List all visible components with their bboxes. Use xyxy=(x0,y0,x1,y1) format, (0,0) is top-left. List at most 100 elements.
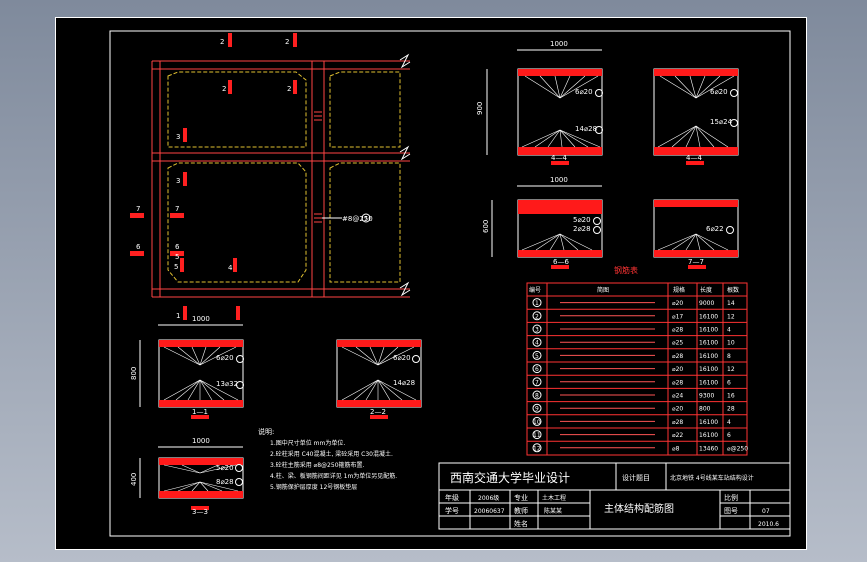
table-cell: 28 xyxy=(727,406,735,413)
rebar-table-title: 钢筋表 xyxy=(614,265,638,275)
svg-text:说明:: 说明: xyxy=(258,427,274,436)
row-number-circle xyxy=(532,377,542,387)
svg-text:2010.6: 2010.6 xyxy=(758,521,779,528)
section-mark-6 xyxy=(170,251,184,256)
section-mark-label: 7 xyxy=(175,205,179,213)
svg-text:5⌀20: 5⌀20 xyxy=(216,464,234,472)
svg-text:800: 800 xyxy=(130,367,138,380)
table-cell: 13460 xyxy=(699,445,718,452)
table-cell: ⌀20 xyxy=(672,300,683,307)
table-cell: ⌀20 xyxy=(672,366,683,373)
svg-text:20060637: 20060637 xyxy=(474,508,505,515)
row-number-circle xyxy=(532,364,542,374)
svg-text:1.图中尺寸单位 mm为单位.: 1.图中尺寸单位 mm为单位. xyxy=(270,439,345,447)
table-cell: ⌀17 xyxy=(672,313,683,320)
section-mark-label: 2 xyxy=(220,38,224,46)
svg-text:15⌀24: 15⌀24 xyxy=(710,118,733,126)
table-cell: ⌀8 xyxy=(672,445,680,452)
section-1-1: 1000 800 6⌀20 13⌀32 1—1 xyxy=(130,315,244,419)
svg-text:2⌀28: 2⌀28 xyxy=(573,225,591,233)
table-cell: 1 xyxy=(535,300,539,307)
section-mark-2 xyxy=(228,80,232,94)
table-cell: ⌀28 xyxy=(672,419,683,426)
section-2-2: 6⌀20 14⌀28 2—2 xyxy=(336,339,422,419)
svg-text:13⌀32: 13⌀32 xyxy=(216,380,238,388)
section-mark-label: 5 xyxy=(174,263,178,271)
table-cell: 16100 xyxy=(699,366,718,373)
svg-text:比例: 比例 xyxy=(724,493,738,502)
table-cell: 16100 xyxy=(699,432,718,439)
table-cell: 4 xyxy=(535,340,539,347)
design-topic: 北京地铁 4号线某车站结构设计 xyxy=(670,474,754,482)
svg-text:教师: 教师 xyxy=(514,506,528,515)
svg-text:专业: 专业 xyxy=(514,493,528,502)
station-plan-view: #8@250 7 2 2 2 2 3 3 7 7 6 6 5 5 4 1 xyxy=(130,33,411,320)
section-mark-label: 2 xyxy=(287,85,291,93)
table-cell: 800 xyxy=(699,406,711,413)
section-4-4-b: 6⌀20 15⌀24 4—4 xyxy=(653,68,739,165)
table-header: 根数 xyxy=(727,286,739,294)
table-cell: 8 xyxy=(535,393,539,400)
svg-text:2.砼柱采用 C40混凝土, 梁砼采用 C30混凝土.: 2.砼柱采用 C40混凝土, 梁砼采用 C30混凝土. xyxy=(270,450,393,458)
table-cell: ⌀28 xyxy=(672,379,683,386)
table-cell: 2 xyxy=(535,313,539,320)
table-cell: 6 xyxy=(727,432,731,439)
svg-text:2006级: 2006级 xyxy=(478,494,499,502)
svg-text:6⌀20: 6⌀20 xyxy=(216,354,234,362)
section-mark-label: 2 xyxy=(222,85,226,93)
table-cell: ⌀@250 xyxy=(727,445,748,452)
row-number-circle xyxy=(532,443,542,453)
table-cell: 10 xyxy=(727,340,735,347)
table-header: 规格 xyxy=(673,286,685,294)
section-title: 3—3 xyxy=(192,508,208,516)
section-mark-6 xyxy=(130,251,144,256)
table-cell: 9300 xyxy=(699,393,714,400)
table-cell: 7 xyxy=(535,379,539,386)
table-cell: 16100 xyxy=(699,327,718,334)
section-mark-label: 4 xyxy=(228,264,233,272)
section-title: 6—6 xyxy=(553,258,569,266)
section-mark-7 xyxy=(170,213,184,218)
section-3-3: 1000 400 5⌀20 8⌀28 3—3 xyxy=(130,437,244,516)
section-mark-2 xyxy=(293,33,297,47)
table-header: 简图 xyxy=(597,286,609,294)
table-cell: 16100 xyxy=(699,419,718,426)
svg-text:400: 400 xyxy=(130,473,138,486)
section-mark-label: 3 xyxy=(176,177,180,185)
svg-text:年级: 年级 xyxy=(445,493,459,502)
section-mark-2 xyxy=(293,80,297,94)
table-header: 长度 xyxy=(700,286,712,294)
section-title: 4—4 xyxy=(686,154,702,162)
svg-text:姓名: 姓名 xyxy=(514,519,528,528)
table-cell: 14 xyxy=(727,300,735,307)
svg-text:5⌀20: 5⌀20 xyxy=(573,216,591,224)
table-cell: ⌀28 xyxy=(672,327,683,334)
row-number-circle xyxy=(532,416,542,426)
table-cell: 16 xyxy=(727,393,735,400)
svg-text:4.柱、梁、板钢筋间距详见 1m为单位另见配筋.: 4.柱、梁、板钢筋间距详见 1m为单位另见配筋. xyxy=(270,472,397,480)
table-cell: ⌀25 xyxy=(672,340,683,347)
table-cell: 9 xyxy=(535,406,539,413)
svg-text:6⌀20: 6⌀20 xyxy=(710,88,728,96)
section-title: 1—1 xyxy=(192,408,208,416)
svg-text:6⌀20: 6⌀20 xyxy=(393,354,411,362)
svg-text:陈某某: 陈某某 xyxy=(544,507,562,515)
table-cell: 16100 xyxy=(699,353,718,360)
section-mark-label: 6 xyxy=(136,243,141,251)
section-mark-1 xyxy=(183,306,187,320)
svg-text:6⌀22: 6⌀22 xyxy=(706,225,724,233)
svg-text:土木工程: 土木工程 xyxy=(542,494,566,502)
design-notes: 说明: 1.图中尺寸单位 mm为单位. 2.砼柱采用 C40混凝土, 梁砼采用 … xyxy=(258,427,397,491)
school-name: 西南交通大学毕业设计 xyxy=(450,470,570,485)
drawing-name: 主体结构配筋图 xyxy=(604,502,674,515)
beam-callout-no: 7 xyxy=(364,216,368,223)
section-mark-3 xyxy=(183,128,187,142)
design-topic-label: 设计题目 xyxy=(622,473,650,482)
svg-text:07: 07 xyxy=(762,508,770,515)
row-number-circle xyxy=(532,337,542,347)
section-title: 7—7 xyxy=(688,258,704,266)
title-block: 西南交通大学毕业设计 设计题目 北京地铁 4号线某车站结构设计 主体结构配筋图 … xyxy=(438,462,791,530)
table-cell: 10 xyxy=(533,419,541,426)
table-cell: ⌀20 xyxy=(672,406,683,413)
section-7-7: 6⌀22 7—7 xyxy=(653,199,739,269)
